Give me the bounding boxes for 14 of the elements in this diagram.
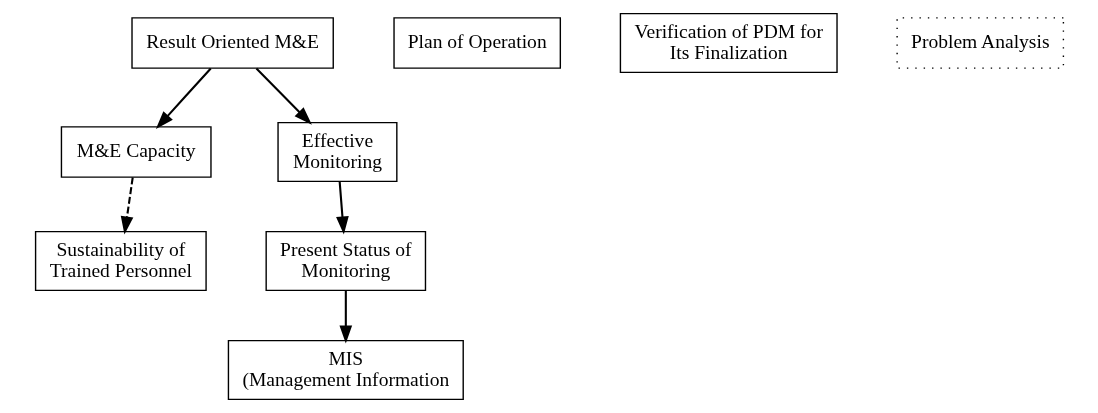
arrow <box>155 67 212 129</box>
node-box: Effective Monitoring <box>276 121 398 183</box>
node-box: Result Oriented M&E <box>130 17 334 69</box>
node-box: Problem Analysis <box>895 17 1064 69</box>
arrow <box>338 290 352 344</box>
node-box: Sustainability of Trained Personnel <box>34 230 207 292</box>
node-box: MIS (Management Information <box>227 339 464 401</box>
arrow <box>255 67 312 125</box>
arrow <box>335 181 349 235</box>
node-box: M&E Capacity <box>60 126 212 178</box>
arrow <box>120 177 134 235</box>
node-box: Verification of PDM for Its Finalization <box>619 12 838 74</box>
node-box: Plan of Operation <box>392 17 561 69</box>
node-box: Present Status of Monitoring <box>264 230 426 292</box>
